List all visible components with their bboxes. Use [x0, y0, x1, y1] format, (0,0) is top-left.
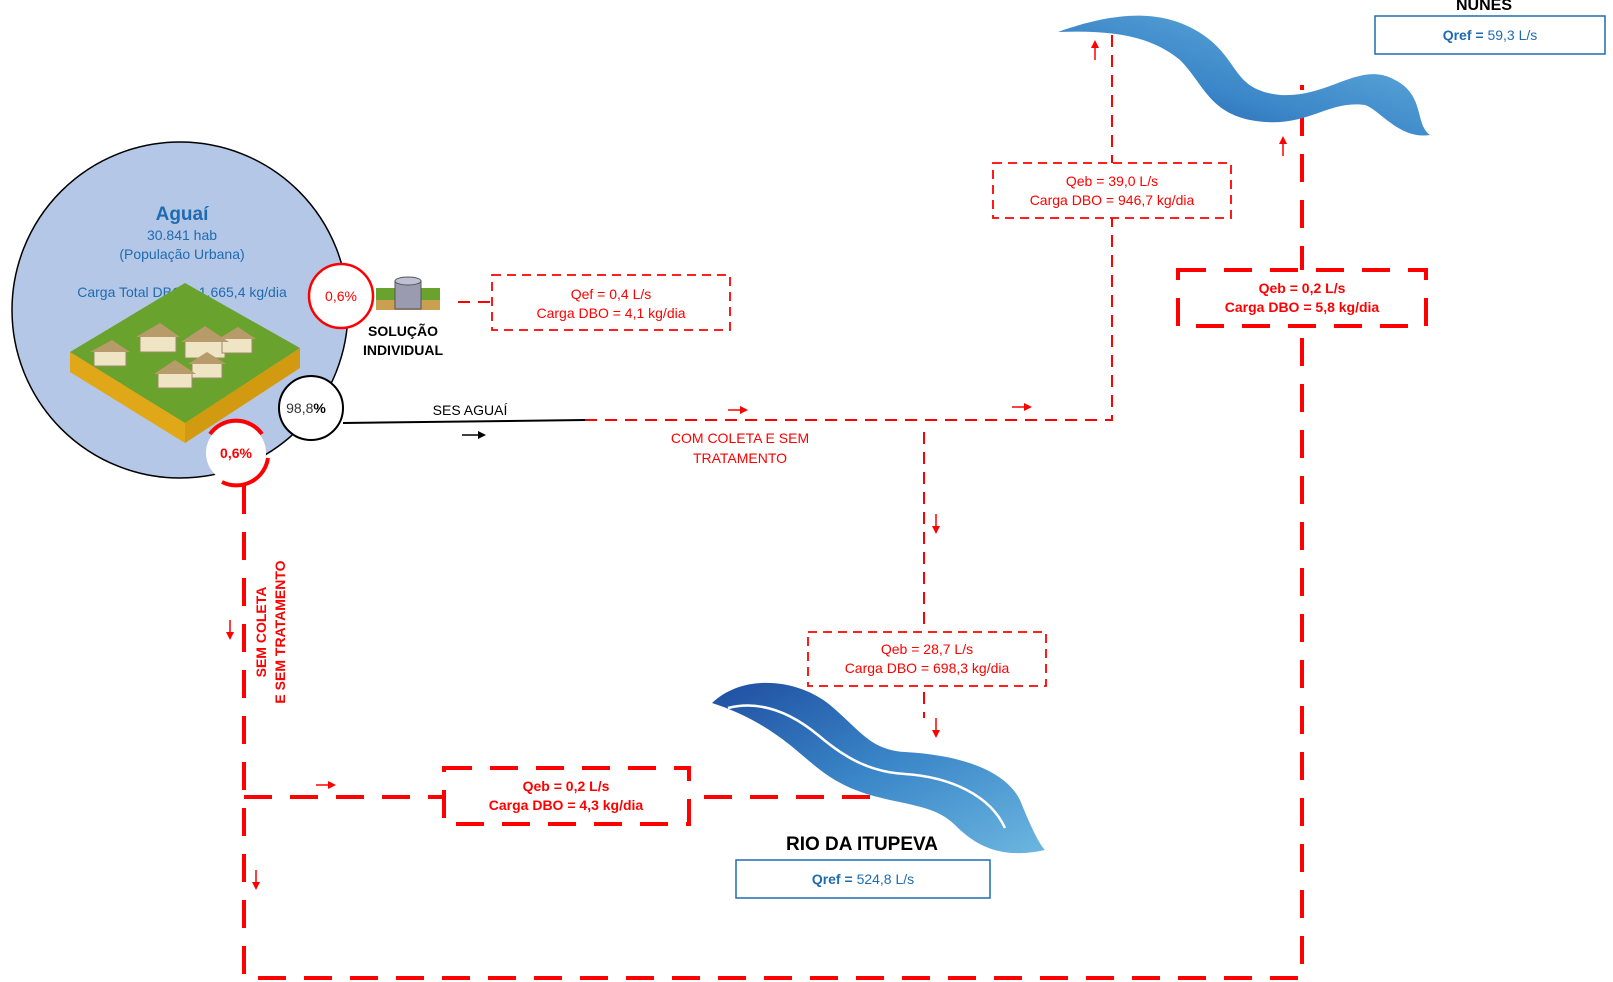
- city-node: Aguaí 30.841 hab (População Urbana) Carg…: [11, 141, 349, 479]
- itupeva-qref: Qref = 524,8 L/s: [812, 871, 914, 887]
- nunes-river-name: NUNES: [1456, 0, 1512, 14]
- nunes-qref: Qref = 59,3 L/s: [1443, 27, 1538, 43]
- no-collection-label: SEM COLETA E SEM TRATAMENTO: [253, 560, 288, 703]
- city-population-type: (População Urbana): [119, 246, 244, 262]
- nunes-main-box: Qeb = 39,0 L/s Carga DBO = 946,7 kg/dia: [992, 162, 1232, 219]
- no-collection-percentage: 0,6%: [220, 445, 252, 461]
- individual-solution-label-1: SOLUÇÃO: [368, 322, 438, 339]
- arrow-up-icon: [1091, 40, 1099, 60]
- no-collection-pct-node: 0,6%: [206, 418, 270, 488]
- arrow-down-icon: [252, 870, 260, 890]
- itupeva-secondary-flow: Qeb = 0,2 L/s: [523, 778, 610, 794]
- itupeva-qref-box: [735, 859, 991, 899]
- no-collection-label-1: SEM COLETA: [253, 587, 269, 678]
- nunes-river-shape: [1058, 15, 1430, 136]
- arrow-down-icon: [226, 620, 234, 640]
- arrow-down-icon: [932, 514, 940, 534]
- individual-load: Carga DBO = 4,1 kg/dia: [536, 305, 685, 321]
- arrow-up-icon: [1279, 136, 1287, 156]
- itupeva-main-flow: Qeb = 28,7 L/s: [881, 641, 973, 657]
- itupeva-river-name: RIO DA ITUPEVA: [786, 834, 938, 855]
- thick-flow-lines: [242, 85, 1304, 980]
- ses-pct-node: 98,8%: [278, 375, 344, 441]
- town-icon: [70, 283, 300, 443]
- city-name: Aguaí: [156, 204, 210, 225]
- arrow-right-icon: [316, 781, 336, 789]
- ses-percentage: 98,8%: [286, 400, 326, 416]
- nunes-secondary-load: Carga DBO = 5,8 kg/dia: [1225, 299, 1380, 315]
- individual-pct-node: 0,6%: [307, 262, 375, 330]
- septic-tank-icon: [376, 276, 440, 310]
- ses-label: SES AGUAÍ: [433, 402, 508, 418]
- nunes-river: NUNES Qref = 59,3 L/s: [1058, 0, 1606, 136]
- nunes-secondary-flow: Qeb = 0,2 L/s: [1259, 280, 1346, 296]
- collection-no-treatment-label-2: TRATAMENTO: [693, 450, 787, 466]
- thin-flow-lines: [458, 30, 1113, 718]
- individual-flow: Qef = 0,4 L/s: [571, 286, 652, 302]
- itupeva-main-load: Carga DBO = 698,3 kg/dia: [845, 660, 1010, 676]
- individual-flow-box: Qef = 0,4 L/s Carga DBO = 4,1 kg/dia: [491, 274, 731, 331]
- itupeva-river: RIO DA ITUPEVA Qref = 524,8 L/s: [712, 682, 1045, 899]
- itupeva-river-highlight: [727, 704, 1007, 829]
- arrow-down-icon: [932, 718, 940, 738]
- nunes-main-load: Carga DBO = 946,7 kg/dia: [1030, 192, 1195, 208]
- nunes-secondary-box: Qeb = 0,2 L/s Carga DBO = 5,8 kg/dia: [1176, 268, 1428, 328]
- itupeva-secondary-box: Qeb = 0,2 L/s Carga DBO = 4,3 kg/dia: [442, 766, 691, 826]
- nunes-main-flow: Qeb = 39,0 L/s: [1066, 173, 1158, 189]
- itupeva-river-shape: [712, 682, 1045, 854]
- individual-solution-label-2: INDIVIDUAL: [363, 342, 444, 358]
- individual-percentage: 0,6%: [325, 288, 357, 304]
- city-population: 30.841 hab: [147, 227, 217, 243]
- collection-no-treatment-label-1: COM COLETA E SEM: [671, 430, 809, 446]
- ses-line: [342, 419, 586, 424]
- flow-arrows: [226, 40, 1287, 890]
- itupeva-secondary-load: Carga DBO = 4,3 kg/dia: [489, 797, 644, 813]
- nunes-qref-box: [1374, 15, 1606, 55]
- arrow-right-icon: [728, 406, 748, 414]
- itupeva-main-box: Qeb = 28,7 L/s Carga DBO = 698,3 kg/dia: [807, 631, 1047, 687]
- arrow-right-icon: [462, 431, 486, 439]
- arrow-right-icon: [1012, 403, 1032, 411]
- no-collection-label-2: E SEM TRATAMENTO: [272, 560, 288, 703]
